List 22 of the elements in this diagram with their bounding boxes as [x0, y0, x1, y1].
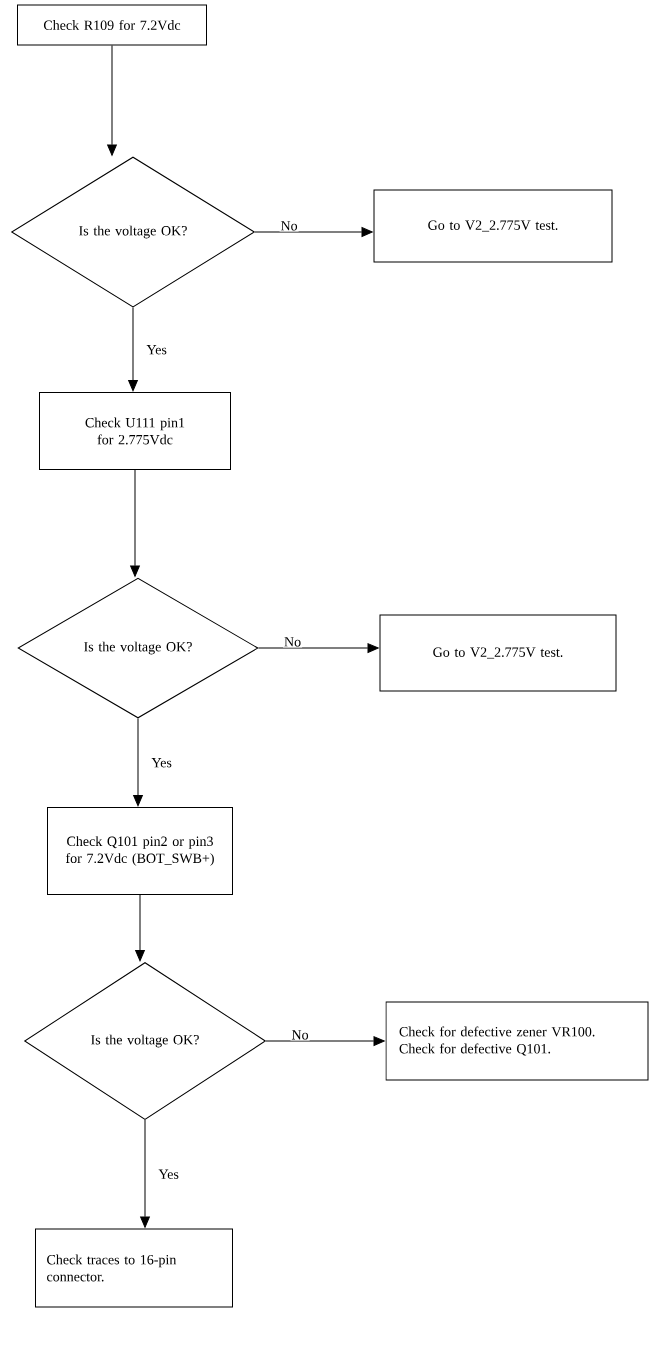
arrow	[130, 469, 140, 577]
process-box: Go to V2_2.775V test.	[373, 189, 613, 263]
edge-label: Yes	[157, 1168, 180, 1180]
edge-label: Yes	[150, 757, 173, 769]
arrow	[128, 307, 138, 392]
arrow	[133, 718, 143, 807]
arrow	[107, 45, 117, 156]
arrow	[258, 643, 379, 653]
edge-label: No	[279, 220, 299, 232]
arrow	[254, 227, 373, 237]
process-box: Check traces to 16-pin connector.	[35, 1228, 233, 1308]
process-box: Check U111 pin1 for 2.775Vdc	[39, 392, 231, 470]
process-box: Check Q101 pin2 or pin3 for 7.2Vdc (BOT_SWB+)	[47, 807, 233, 895]
edge-label: No	[283, 636, 303, 648]
arrow	[265, 1036, 385, 1046]
edge-label: Yes	[145, 344, 168, 356]
process-box: Check for defective zener VR100. Check for defective Q101.	[385, 1001, 649, 1081]
process-box: Go to V2_2.775V test.	[379, 614, 617, 692]
arrow	[140, 1119, 150, 1228]
arrow	[135, 894, 145, 962]
edge-label: No	[290, 1029, 310, 1041]
process-box: Check R109 for 7.2Vdc	[17, 4, 207, 46]
